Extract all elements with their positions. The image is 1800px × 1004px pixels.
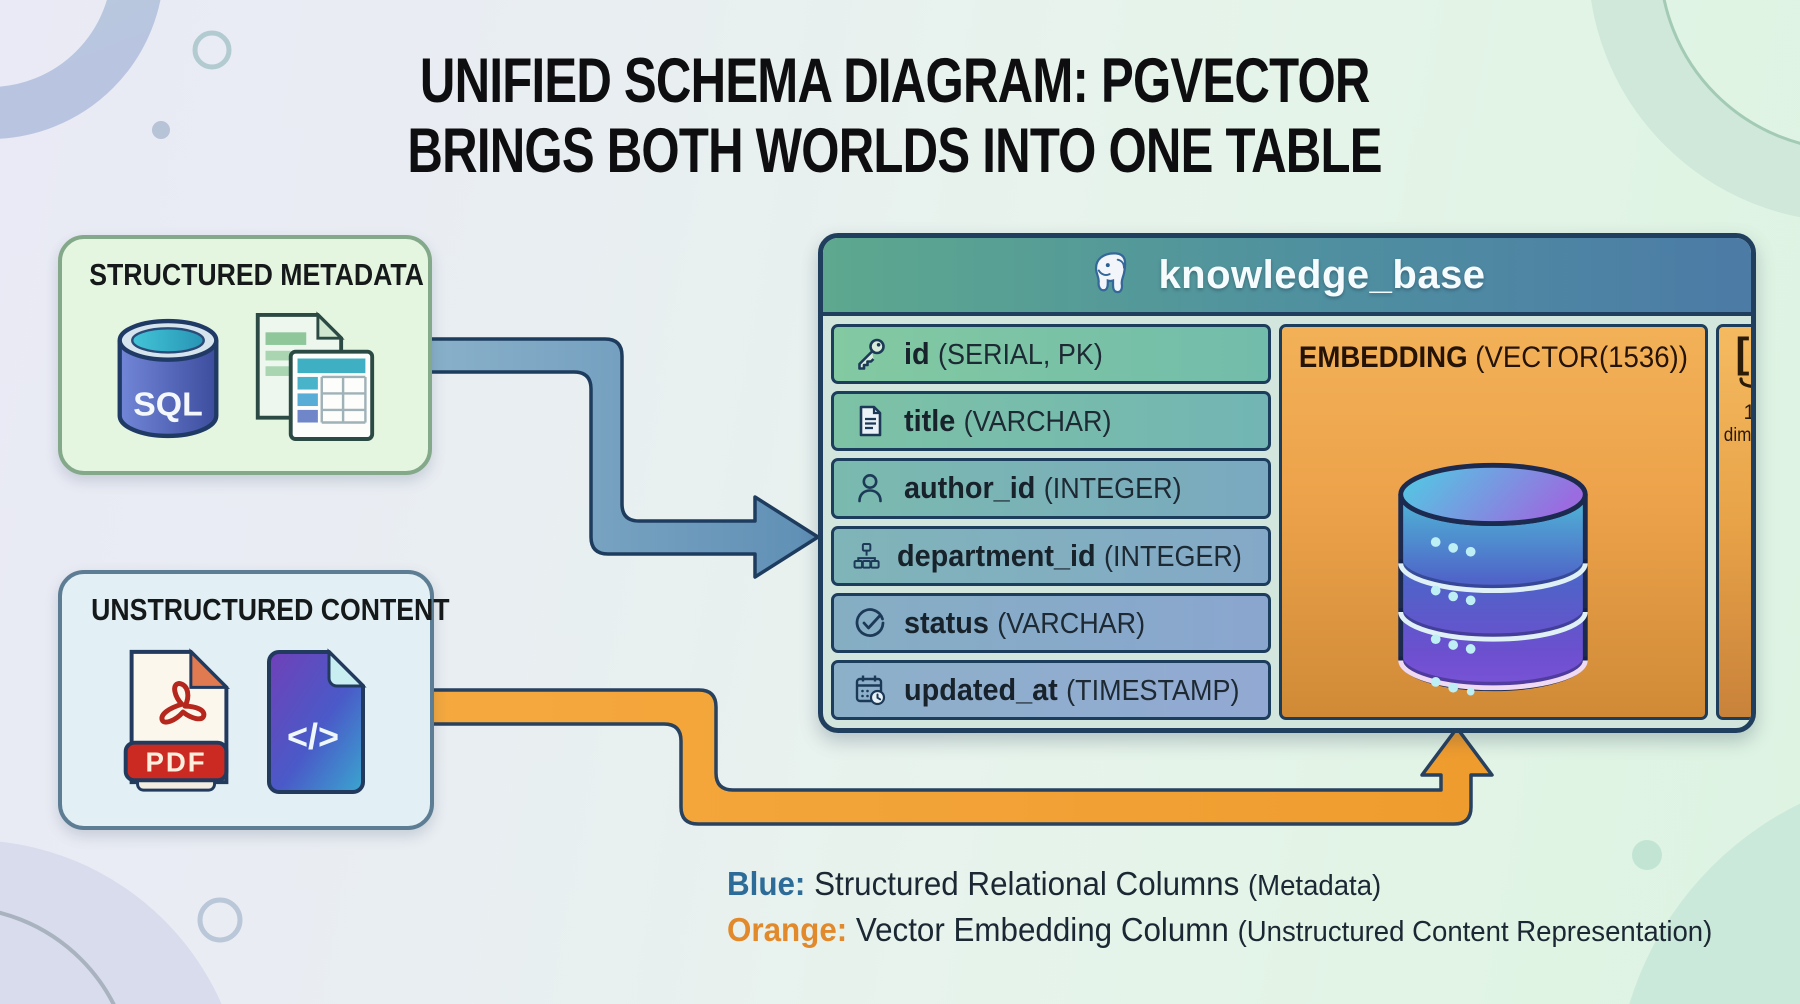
dimension-unit: dimensions xyxy=(1723,425,1752,446)
table-row: updated_at(TIMESTAMP) xyxy=(831,659,1271,721)
brace-icon xyxy=(1739,377,1751,388)
table-name: knowledge_base xyxy=(1158,252,1486,297)
vector-database-icon xyxy=(1398,462,1589,696)
vector-ellipsis: [...] xyxy=(1735,329,1751,376)
title-line-1: UNIFIED SCHEMA DIAGRAM: PGVECTOR xyxy=(420,46,1370,116)
table-row: title(VARCHAR) xyxy=(831,391,1271,452)
legend-item-orange: Orange: Vector Embedding Column (Unstruc… xyxy=(727,911,1713,948)
sql-label: SQL xyxy=(133,386,202,424)
embedding-column-header: EMBEDDING (VECTOR(1536)) xyxy=(1298,341,1688,374)
metadata-columns: id(SERIAL, PK) title(VARCHAR) aut xyxy=(831,324,1271,721)
spreadsheet-icon xyxy=(255,311,375,441)
person-icon xyxy=(858,474,882,503)
title-line-2: BRINGS BOTH WORLDS INTO ONE TABLE xyxy=(407,116,1383,186)
dimensions-column: [...] 1536 dimensions xyxy=(1715,324,1756,720)
structured-metadata-title: STRUCTURED METADATA xyxy=(89,257,424,292)
ring-bottom-left xyxy=(0,910,116,1004)
small-ring-bottom-left xyxy=(197,897,243,943)
legend-item-blue: Blue: Structured Relational Columns (Met… xyxy=(727,865,1382,902)
table-row: author_id(INTEGER) xyxy=(831,458,1271,519)
knowledge-base-table: knowledge_base id(SERIAL, PK) xyxy=(818,233,1756,733)
pdf-label: PDF xyxy=(145,746,206,777)
unstructured-content-title: UNSTRUCTURED CONTENT xyxy=(91,592,450,627)
sql-database-icon: SQL xyxy=(117,318,219,439)
legend: Blue: Structured Relational Columns (Met… xyxy=(727,862,1764,954)
table-row: status(VARCHAR) xyxy=(831,592,1271,653)
code-file-icon: </> xyxy=(267,648,367,794)
table-header: knowledge_base xyxy=(823,238,1751,316)
document-icon xyxy=(859,405,882,437)
calendar-clock-icon xyxy=(855,675,886,706)
org-chart-icon xyxy=(853,542,880,569)
table-row: id(SERIAL, PK) xyxy=(831,324,1271,385)
embedding-column: EMBEDDING (VECTOR(1536)) xyxy=(1279,324,1708,720)
postgresql-logo-icon xyxy=(1095,252,1127,294)
unstructured-content-box: UNSTRUCTURED CONTENT PDF </> xyxy=(58,570,450,830)
table-row: department_id(INTEGER) xyxy=(831,525,1271,586)
structured-metadata-box: STRUCTURED METADATA SQL xyxy=(58,235,432,475)
key-icon xyxy=(858,338,885,370)
blue-arrow xyxy=(422,337,820,579)
code-label: </> xyxy=(287,716,339,757)
page-title: UNIFIED SCHEMA DIAGRAM: PGVECTOR BRINGS … xyxy=(0,46,1790,186)
blob-bottom-left xyxy=(0,841,222,1004)
dimension-count: 1536 xyxy=(1743,401,1756,424)
pdf-file-icon: PDF xyxy=(123,648,230,792)
acrobat-mark-icon xyxy=(159,681,207,725)
check-circle-icon xyxy=(855,608,885,637)
